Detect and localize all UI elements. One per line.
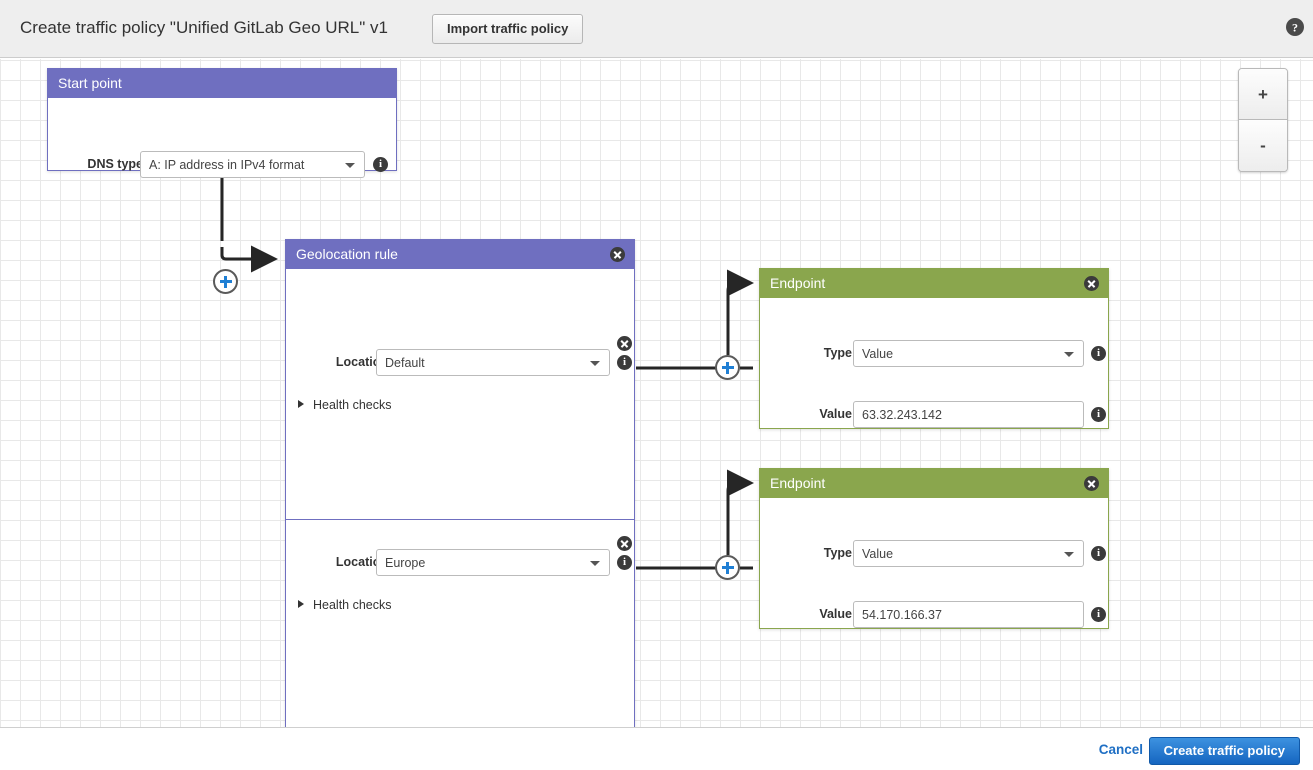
location-label: Location [335, 355, 388, 369]
chevron-down-icon [345, 162, 355, 168]
endpoint-title: Endpoint [770, 475, 826, 491]
endpoint-node-1[interactable]: Endpoint Type Value i Value 63.32.243.14… [759, 268, 1109, 429]
endpoint-type-select[interactable]: Value [853, 540, 1084, 567]
remove-location-icon[interactable] [617, 536, 632, 551]
zoom-controls[interactable]: + - [1238, 68, 1288, 172]
endpoint-node-2[interactable]: Endpoint Type Value i Value 54.170.166.3… [759, 468, 1109, 629]
location-info-icon[interactable]: i [617, 355, 632, 370]
geolocation-rule-header: Geolocation rule [286, 240, 634, 269]
endpoint-type-value: Value [862, 346, 894, 361]
add-node-junction-start[interactable] [213, 269, 238, 294]
chevron-right-icon [298, 600, 304, 608]
endpoint-type-info-icon[interactable]: i [1091, 546, 1106, 561]
geolocation-rule-title: Geolocation rule [296, 246, 398, 262]
health-checks-disclosure[interactable]: Health checks [298, 598, 392, 612]
endpoint-header: Endpoint [760, 469, 1108, 498]
remove-location-icon[interactable] [617, 336, 632, 351]
dns-type-select[interactable]: A: IP address in IPv4 format [140, 151, 365, 178]
policy-canvas[interactable]: Start point DNS type A: IP address in IP… [0, 59, 1313, 727]
endpoint-type-value: Value [862, 546, 894, 561]
page-title: Create traffic policy "Unified GitLab Ge… [20, 18, 388, 37]
endpoint-value-input[interactable]: 54.170.166.37 [853, 601, 1084, 628]
dns-type-label: DNS type [87, 157, 143, 171]
chevron-down-icon [590, 560, 600, 566]
endpoint-value-info-icon[interactable]: i [1091, 407, 1106, 422]
add-node-junction-endpoint-2[interactable] [715, 555, 740, 580]
location-select[interactable]: Default [376, 349, 610, 376]
chevron-down-icon [590, 360, 600, 366]
zoom-in-button[interactable]: + [1239, 69, 1287, 120]
close-icon[interactable] [1084, 276, 1099, 291]
location-select[interactable]: Europe [376, 549, 610, 576]
geolocation-rule-body: Location Default i Health checks Locatio… [286, 269, 634, 727]
endpoint-value-info-icon[interactable]: i [1091, 607, 1106, 622]
endpoint-value-text: 63.32.243.142 [862, 407, 942, 422]
endpoint-value-text: 54.170.166.37 [862, 607, 942, 622]
geolocation-rule-node[interactable]: Geolocation rule Location Default i Heal… [285, 239, 635, 727]
close-icon[interactable] [1084, 476, 1099, 491]
location-value: Europe [385, 555, 426, 570]
import-traffic-policy-button[interactable]: Import traffic policy [432, 14, 584, 44]
dns-type-value: A: IP address in IPv4 format [149, 157, 305, 172]
endpoint-type-info-icon[interactable]: i [1091, 346, 1106, 361]
endpoint-value-label: Value [819, 607, 852, 621]
endpoint-body: Type Value i Value 54.170.166.37 i [760, 498, 1108, 629]
footer-bar: Cancel Create traffic policy [0, 727, 1313, 770]
location-info-icon[interactable]: i [617, 555, 632, 570]
location-value: Default [385, 355, 425, 370]
location-label: Location [335, 555, 388, 569]
health-checks-disclosure[interactable]: Health checks [298, 398, 392, 412]
endpoint-type-select[interactable]: Value [853, 340, 1084, 367]
endpoint-value-label: Value [819, 407, 852, 421]
top-bar: Create traffic policy "Unified GitLab Ge… [0, 0, 1313, 58]
endpoint-title: Endpoint [770, 275, 826, 291]
cancel-button[interactable]: Cancel [1098, 742, 1143, 757]
dns-type-info-icon[interactable]: i [373, 157, 388, 172]
endpoint-value-input[interactable]: 63.32.243.142 [853, 401, 1084, 428]
endpoint-body: Type Value i Value 63.32.243.142 i [760, 298, 1108, 429]
endpoint-type-label: Type [823, 346, 852, 360]
health-checks-label: Health checks [313, 398, 392, 412]
chevron-down-icon [1064, 351, 1074, 357]
zoom-out-button[interactable]: - [1239, 120, 1287, 171]
help-circle-icon[interactable]: ? [1285, 17, 1305, 37]
endpoint-type-label: Type [823, 546, 852, 560]
health-checks-label: Health checks [313, 598, 392, 612]
add-node-junction-endpoint-1[interactable] [715, 355, 740, 380]
create-traffic-policy-button[interactable]: Create traffic policy [1148, 737, 1300, 765]
chevron-right-icon [298, 400, 304, 408]
endpoint-header: Endpoint [760, 269, 1108, 298]
chevron-down-icon [1064, 551, 1074, 557]
connector-edges [220, 170, 754, 570]
svg-text:?: ? [1292, 21, 1298, 35]
close-icon[interactable] [610, 247, 625, 262]
start-point-body: DNS type A: IP address in IPv4 format i [48, 98, 396, 178]
start-point-header: Start point [48, 69, 396, 98]
start-point-title: Start point [58, 75, 122, 91]
row-divider [286, 519, 634, 520]
start-point-node[interactable]: Start point DNS type A: IP address in IP… [47, 68, 397, 178]
